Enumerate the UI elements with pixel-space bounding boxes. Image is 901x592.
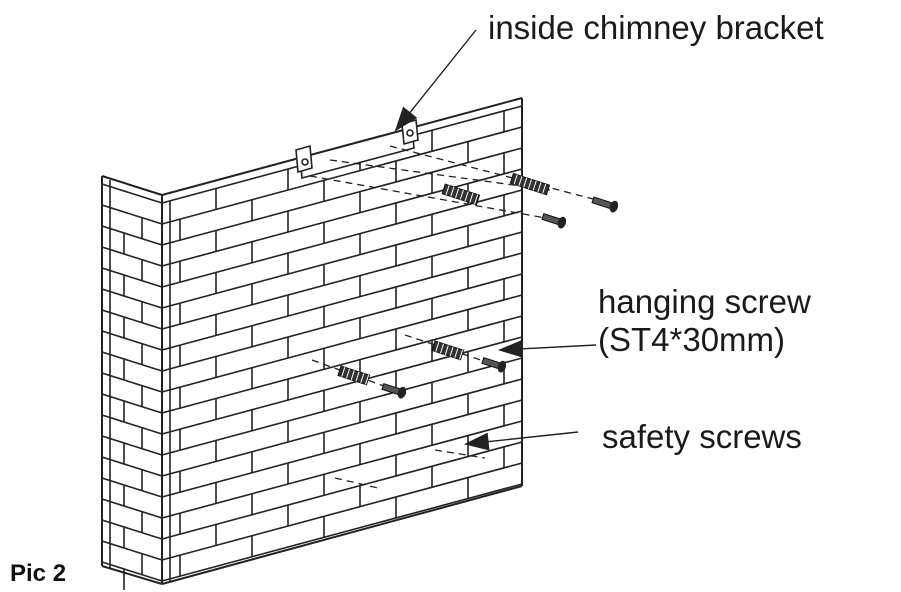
wall-anchor [337,365,371,386]
arrow-to-bracket [394,29,477,132]
screw [381,382,407,399]
screw [481,356,507,373]
wall-anchor [509,172,551,196]
arrow-to-safety-screws [463,431,579,451]
wall-anchor [441,183,481,206]
arrow-to-hanging-screw [497,339,597,358]
screw [591,196,619,213]
label-inside-chimney-bracket: inside chimney bracket [488,9,824,46]
label-hanging-screw-size: (ST4*30mm) [598,321,786,358]
callout-arrows [394,29,597,451]
wall-anchor [431,340,465,361]
label-safety-screws: safety screws [602,418,802,455]
figure-caption: Pic 2 [10,560,67,587]
brick-wall [101,97,523,590]
chimney-bracket [295,118,419,180]
screw [541,212,567,229]
label-hanging-screw: hanging screw [598,283,811,320]
screws [337,172,619,399]
